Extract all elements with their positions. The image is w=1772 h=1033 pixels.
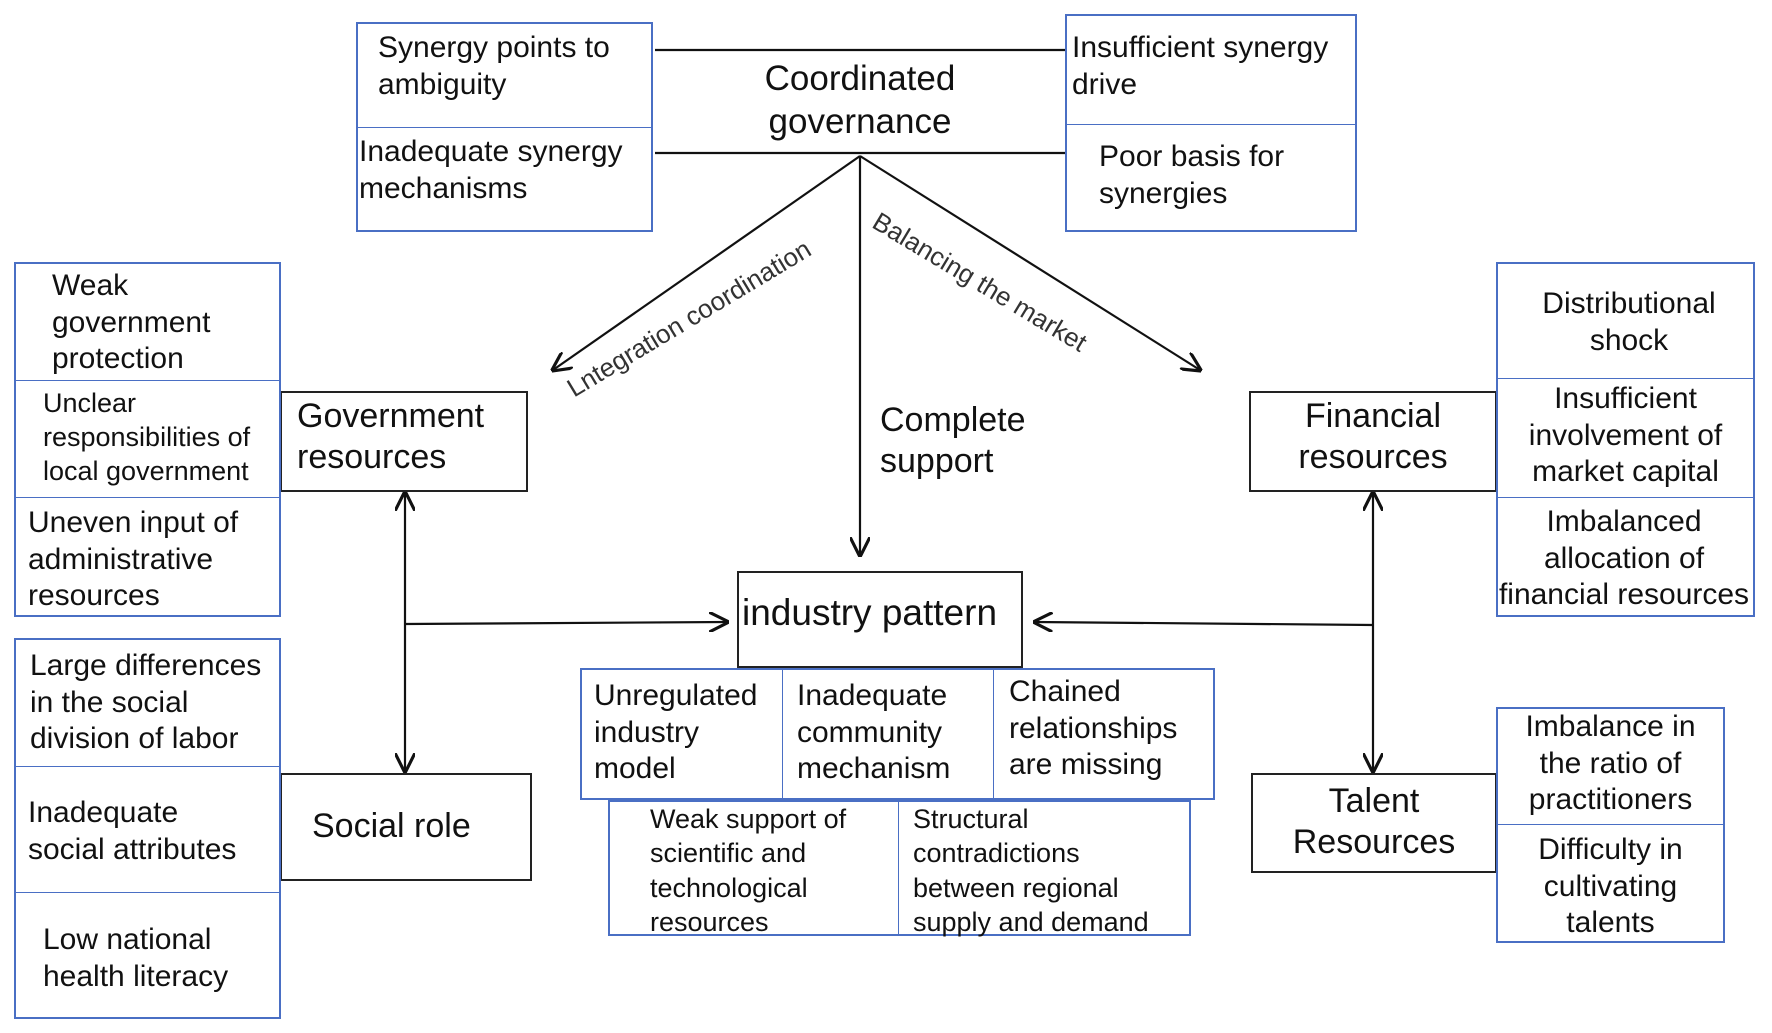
fin-divider-1 xyxy=(1496,378,1755,379)
industry-pattern-label: industry pattern xyxy=(742,592,998,633)
fin-divider-2 xyxy=(1496,497,1755,498)
government-issues-group xyxy=(14,262,281,617)
arrow-right-to-industry xyxy=(1035,622,1374,625)
industry-issue-chained-relationships: Chained relationships are missing xyxy=(1009,675,1178,782)
social-issue-inadequate-attributes: Inadequate social attributes xyxy=(28,796,237,866)
social-issues-group xyxy=(14,638,281,1019)
industry-issue-community-mechanism: Inadequate community mechanism xyxy=(797,679,951,786)
industry-issue-unregulated-model: Unregulated industry model xyxy=(594,679,758,786)
social-divider-1 xyxy=(14,766,281,767)
industry-row1-divider-2 xyxy=(993,668,994,800)
talent-issues-group xyxy=(1496,707,1725,943)
gov-issue-poor-basis: Poor basis for synergies xyxy=(1099,140,1285,210)
government-resources-label: Government resources xyxy=(297,397,485,477)
social-role-node xyxy=(280,773,532,881)
gov-issue-divider-right xyxy=(1065,124,1357,125)
government-resources-node xyxy=(280,391,528,492)
complete-support-label: Complete support xyxy=(880,401,1026,481)
arrow-balancing xyxy=(859,155,1200,370)
social-issue-division-of-labor: Large differences in the social division… xyxy=(30,649,262,756)
government-issue-unclear-responsibilities: Unclear responsibilities of local govern… xyxy=(43,388,251,486)
gov-issue-synergy-points: Synergy points to ambiguity xyxy=(378,31,610,101)
gov-issues-right-group xyxy=(1065,14,1357,232)
talent-divider xyxy=(1496,824,1725,825)
gov-res-divider-1 xyxy=(14,380,281,381)
industry-pattern-node xyxy=(737,571,1023,668)
industry-row1-divider-1 xyxy=(782,668,783,800)
social-role-label: Social role xyxy=(312,807,471,845)
gov-issue-divider xyxy=(356,127,653,128)
industry-issue-structural-contradictions: Structural contradictions between region… xyxy=(913,804,1149,937)
arrow-left-to-industry xyxy=(404,622,727,624)
gov-res-divider-2 xyxy=(14,497,281,498)
talent-issue-cultivating-talents: Difficulty in cultivating talents xyxy=(1538,833,1683,940)
government-issue-uneven-input: Uneven input of administrative resources xyxy=(28,506,239,613)
gov-issue-inadequate-mechanisms: Inadequate synergy mechanisms xyxy=(359,135,623,205)
talent-issue-practitioner-ratio: Imbalance in the ratio of practitioners xyxy=(1525,710,1696,817)
coordinated-governance-label: Coordinated governance xyxy=(764,59,956,141)
industry-issue-weak-support: Weak support of scientific and technolog… xyxy=(650,804,847,937)
social-divider-2 xyxy=(14,892,281,893)
social-issue-health-literacy: Low national health literacy xyxy=(43,923,229,993)
industry-issues-row2 xyxy=(608,800,1191,936)
industry-issues-row1 xyxy=(580,668,1215,800)
financial-issue-imbalanced-allocation: Imbalanced allocation of financial resou… xyxy=(1498,505,1750,612)
financial-issues-group xyxy=(1496,262,1755,617)
arrow-integration xyxy=(553,155,861,370)
government-issue-weak-protection: Weak government protection xyxy=(52,269,211,376)
talent-resources-label: Talent Resources xyxy=(1292,782,1456,862)
financial-resources-label: Financial resources xyxy=(1298,397,1448,477)
financial-issue-market-capital: Insufficient involvement of market capit… xyxy=(1528,382,1723,489)
industry-row2-divider xyxy=(898,800,899,936)
gov-issue-insufficient-drive: Insufficient synergy drive xyxy=(1072,31,1329,101)
financial-issue-distributional-shock: Distributional shock xyxy=(1542,287,1716,357)
gov-issues-left-group xyxy=(356,22,653,232)
